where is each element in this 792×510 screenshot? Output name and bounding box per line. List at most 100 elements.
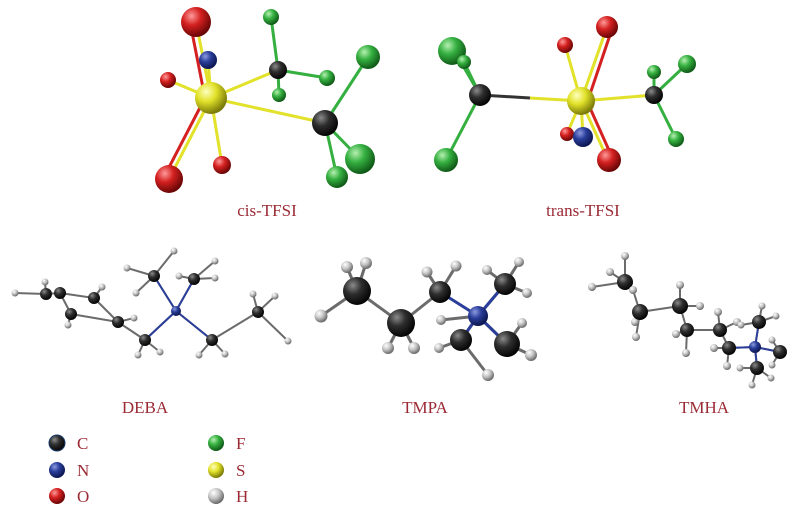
atom-hydrogen	[714, 308, 722, 316]
atom-carbon	[469, 84, 491, 106]
atom-hydrogen	[98, 283, 106, 291]
atom-hydrogen	[175, 272, 183, 280]
atom-hydrogen	[522, 288, 532, 298]
atom-fluorine	[326, 166, 348, 188]
atom-oxygen	[155, 165, 183, 193]
atom-nitrogen	[573, 127, 593, 147]
atom-carbon	[713, 323, 727, 337]
atom-fluorine	[319, 70, 335, 86]
legend-label-sulfur: S	[236, 461, 245, 480]
atom-carbon	[40, 288, 52, 300]
legend-label-hydrogen: H	[236, 487, 248, 506]
atom-hydrogen	[676, 281, 684, 289]
atom-hydrogen	[408, 342, 420, 354]
atom-hydrogen	[11, 289, 19, 297]
atom-hydrogen	[482, 265, 492, 275]
atom-carbon	[672, 298, 688, 314]
atom-hydrogen	[514, 257, 524, 267]
atom-hydrogen	[341, 261, 353, 273]
legend-item-sulfur: S	[208, 461, 245, 480]
atom-carbon	[494, 273, 516, 295]
atom-hydrogen	[382, 342, 394, 354]
atom-hydrogen	[758, 302, 766, 310]
atom-hydrogen	[767, 374, 775, 382]
atom-carbon	[617, 274, 633, 290]
atom-oxygen	[560, 127, 574, 141]
atom-carbon	[112, 316, 124, 328]
label-deba: DEBA	[122, 398, 169, 417]
atom-carbon	[494, 331, 520, 357]
atom-hydrogen	[221, 350, 229, 358]
atom-hydrogen	[271, 292, 279, 300]
atom-hydrogen	[360, 257, 372, 269]
atom-nitrogen	[199, 51, 217, 69]
legend-label-carbon: C	[77, 434, 88, 453]
atom-oxygen	[213, 156, 231, 174]
molecule-deba: DEBA	[11, 247, 292, 417]
atom-carbon	[252, 306, 264, 318]
legend-label-fluorine: F	[236, 434, 245, 453]
atom-carbon	[54, 287, 66, 299]
trans-tfsi-atoms	[434, 16, 696, 172]
cis-tfsi-bonds	[162, 16, 370, 180]
atom-hydrogen	[682, 349, 690, 357]
atom-fluorine	[457, 55, 471, 69]
atom-carbon	[148, 270, 160, 282]
atom-hydrogen	[249, 290, 257, 298]
atom-hydrogen	[41, 278, 49, 286]
atom-carbon	[65, 308, 77, 320]
atom-hydrogen	[606, 268, 614, 276]
legend-item-nitrogen: N	[49, 461, 89, 480]
atom-oxygen	[597, 148, 621, 172]
atom-carbon	[387, 309, 415, 337]
atom-hydrogen	[64, 321, 72, 329]
atom-fluorine	[345, 144, 375, 174]
atom-nitrogen	[749, 341, 761, 353]
atom-hydrogen	[434, 343, 444, 353]
atom-carbon	[188, 273, 200, 285]
atom-hydrogen	[696, 302, 704, 310]
atom-carbon	[343, 277, 371, 305]
atom-carbon	[632, 304, 648, 320]
atom-oxygen	[596, 16, 618, 38]
atom-hydrogen	[621, 252, 629, 260]
legend-swatch-sulfur	[208, 462, 224, 478]
legend-swatch-oxygen	[49, 488, 65, 504]
atom-hydrogen	[748, 381, 756, 389]
legend-swatch-carbon	[48, 434, 66, 452]
atom-hydrogen	[156, 348, 164, 356]
atom-sulfur	[195, 82, 227, 114]
atom-hydrogen	[672, 330, 680, 338]
atom-hydrogen	[130, 314, 138, 322]
legend-label-oxygen: O	[77, 487, 89, 506]
atom-nitrogen	[171, 306, 181, 316]
atom-oxygen	[181, 7, 211, 37]
atom-hydrogen	[525, 349, 537, 361]
molecule-trans-tfsi: trans-TFSI	[434, 16, 696, 220]
atom-carbon	[750, 361, 764, 375]
atom-hydrogen	[710, 344, 718, 352]
atom-hydrogen	[421, 266, 433, 278]
atom-fluorine	[356, 45, 380, 69]
atom-carbon	[773, 345, 787, 359]
molecule-tmpa: TMPA	[314, 257, 537, 417]
legend-item-oxygen: O	[49, 487, 89, 506]
atom-oxygen	[160, 72, 176, 88]
label-tmha: TMHA	[679, 398, 730, 417]
atom-hydrogen	[436, 315, 446, 325]
atom-hydrogen	[723, 362, 731, 370]
atom-carbon	[312, 110, 338, 136]
molecule-cis-tfsi: cis-TFSI	[155, 7, 380, 220]
atom-sulfur	[567, 87, 595, 115]
cis-tfsi-atoms	[155, 7, 380, 193]
atom-carbon	[645, 86, 663, 104]
atom-hydrogen	[588, 283, 596, 291]
atom-carbon	[429, 281, 451, 303]
tmpa-atoms	[314, 257, 537, 381]
label-tmpa: TMPA	[402, 398, 448, 417]
atom-hydrogen	[482, 369, 494, 381]
label-trans-tfsi: trans-TFSI	[546, 201, 620, 220]
atom-fluorine	[263, 9, 279, 25]
atom-fluorine	[668, 131, 684, 147]
atom-carbon	[450, 329, 472, 351]
